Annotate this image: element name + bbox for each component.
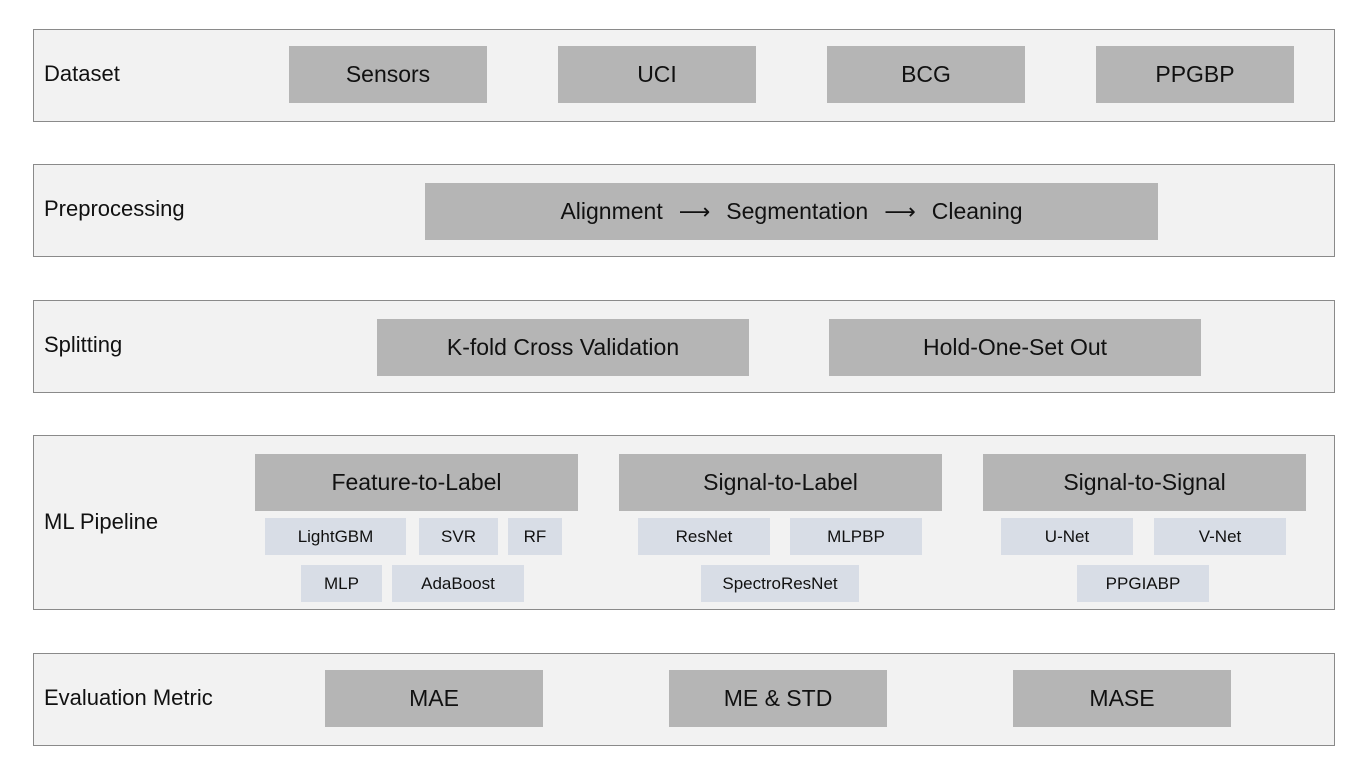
splitting-row: Splitting K-fold Cross Validation Hold-O…: [33, 300, 1335, 393]
dataset-label: Dataset: [44, 61, 120, 86]
preprocessing-pipeline-box: Alignment ⟶ Segmentation ⟶ Cleaning: [425, 183, 1158, 240]
hold-one-set-out-box: Hold-One-Set Out: [829, 319, 1201, 376]
model-ppgiabp: PPGIABP: [1077, 565, 1209, 602]
dataset-ppgbp-box: PPGBP: [1096, 46, 1294, 103]
ml-pipeline-row: ML Pipeline Feature-to-Label LightGBM SV…: [33, 435, 1335, 610]
dataset-row: Dataset Sensors UCI BCG PPGBP: [33, 29, 1335, 122]
metric-me-std-box: ME & STD: [669, 670, 887, 727]
dataset-sensors-box: Sensors: [289, 46, 487, 103]
metric-mae-box: MAE: [325, 670, 543, 727]
model-mlpbp: MLPBP: [790, 518, 922, 555]
model-vnet: V-Net: [1154, 518, 1286, 555]
right-arrow-icon: ⟶: [884, 198, 916, 224]
feature-to-label-box: Feature-to-Label: [255, 454, 578, 511]
step-alignment: Alignment: [560, 198, 663, 224]
ml-pipeline-label: ML Pipeline: [44, 509, 159, 534]
dataset-uci-box: UCI: [558, 46, 756, 103]
model-svr: SVR: [419, 518, 498, 555]
model-mlp: MLP: [301, 565, 382, 602]
model-rf: RF: [508, 518, 562, 555]
signal-to-label-box: Signal-to-Label: [619, 454, 942, 511]
kfold-box: K-fold Cross Validation: [377, 319, 749, 376]
evaluation-label: Evaluation Metric: [44, 685, 213, 710]
preprocessing-row: Preprocessing Alignment ⟶ Segmentation ⟶…: [33, 164, 1335, 257]
step-cleaning: Cleaning: [931, 198, 1023, 224]
model-lightgbm: LightGBM: [265, 518, 406, 555]
dataset-bcg-box: BCG: [827, 46, 1025, 103]
preprocessing-label: Preprocessing: [44, 196, 185, 221]
evaluation-row: Evaluation Metric MAE ME & STD MASE: [33, 653, 1335, 746]
model-adaboost: AdaBoost: [392, 565, 524, 602]
right-arrow-icon: ⟶: [678, 198, 711, 224]
model-unet: U-Net: [1001, 518, 1133, 555]
signal-to-signal-box: Signal-to-Signal: [983, 454, 1306, 511]
model-spectroresnet: SpectroResNet: [701, 565, 859, 602]
metric-mase-box: MASE: [1013, 670, 1231, 727]
step-segmentation: Segmentation: [726, 198, 869, 224]
splitting-label: Splitting: [44, 332, 123, 357]
model-resnet: ResNet: [638, 518, 770, 555]
